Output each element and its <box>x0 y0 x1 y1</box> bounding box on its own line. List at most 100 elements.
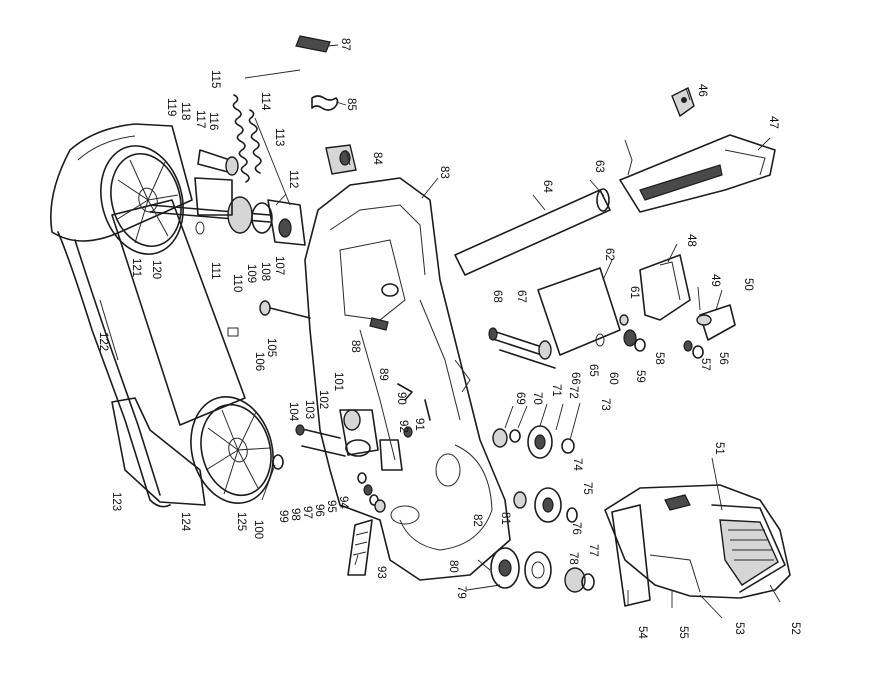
lever-50 <box>696 304 736 341</box>
label-115: 115 <box>209 70 221 88</box>
label-77: 77 <box>587 544 599 557</box>
label-60: 60 <box>607 372 619 385</box>
label-75: 75 <box>581 482 593 495</box>
label-59: 59 <box>634 370 646 383</box>
label-90: 90 <box>395 392 407 405</box>
label-46: 46 <box>696 84 708 97</box>
tension-spring <box>232 94 262 183</box>
label-51: 51 <box>713 442 725 455</box>
label-108: 108 <box>259 262 271 281</box>
label-119: 119 <box>165 98 177 116</box>
label-80: 80 <box>447 560 459 573</box>
label-56: 56 <box>717 352 729 365</box>
label-57: 57 <box>699 358 711 371</box>
guide-assembly <box>339 409 379 457</box>
label-100: 100 <box>252 520 264 539</box>
label-85: 85 <box>345 98 357 111</box>
lower-cover <box>111 397 206 506</box>
parts-89-92 <box>379 383 431 471</box>
gear-stack-lower <box>513 487 578 523</box>
label-74: 74 <box>571 458 583 471</box>
knob-46 <box>671 87 695 118</box>
vise-bracket <box>639 254 691 321</box>
label-76: 76 <box>570 522 582 535</box>
label-123: 123 <box>110 492 122 511</box>
label-95: 95 <box>325 500 337 513</box>
label-99: 99 <box>277 510 289 523</box>
label-71: 71 <box>550 384 562 397</box>
blade-guard-cover <box>50 123 193 242</box>
label-72: 72 <box>567 386 579 399</box>
label-81: 81 <box>499 512 511 525</box>
label-52: 52 <box>789 622 801 635</box>
knob-84 <box>325 144 357 175</box>
label-102: 102 <box>317 390 329 409</box>
label-114: 114 <box>259 92 271 111</box>
mount-plate <box>537 267 621 356</box>
label-64: 64 <box>541 180 553 193</box>
label-63: 63 <box>593 160 605 173</box>
label-48: 48 <box>685 234 697 247</box>
main-frame <box>304 177 511 581</box>
label-53: 53 <box>733 622 745 635</box>
upper-wheel <box>100 145 184 255</box>
label-117: 117 <box>194 110 206 128</box>
label-121: 121 <box>130 258 142 277</box>
lower-wheel <box>190 396 274 504</box>
handle-tube <box>454 188 611 276</box>
label-96: 96 <box>313 504 325 517</box>
label-58: 58 <box>653 352 665 365</box>
label-105: 105 <box>265 338 277 357</box>
label-70: 70 <box>531 392 543 405</box>
label-122: 122 <box>97 332 109 351</box>
gear-stack-upper <box>492 425 575 459</box>
label-109: 109 <box>245 264 257 283</box>
washers-94-99 <box>272 454 386 513</box>
motor <box>604 484 791 607</box>
label-68: 68 <box>491 290 503 303</box>
label-120: 120 <box>150 260 162 279</box>
stud-93 <box>347 519 373 576</box>
label-61: 61 <box>628 286 640 299</box>
label-93: 93 <box>375 566 387 579</box>
part-88 <box>369 317 389 331</box>
label-69: 69 <box>514 392 526 405</box>
label-113: 113 <box>273 128 285 146</box>
label-87: 87 <box>339 38 351 51</box>
bolt-105 <box>259 300 311 319</box>
spring-87 <box>295 35 331 53</box>
spring-85 <box>311 95 339 111</box>
label-55: 55 <box>677 626 689 639</box>
small-hardware <box>619 314 704 359</box>
bolts-103-104 <box>295 424 346 457</box>
label-67: 67 <box>515 290 527 303</box>
label-116: 116 <box>207 112 219 130</box>
label-49: 49 <box>709 274 721 287</box>
label-92: 92 <box>397 420 409 433</box>
label-50: 50 <box>742 278 754 291</box>
label-107: 107 <box>273 256 285 275</box>
label-66: 66 <box>569 372 581 385</box>
label-54: 54 <box>636 626 648 639</box>
label-84: 84 <box>371 152 383 165</box>
label-47: 47 <box>767 116 779 129</box>
leader-lines <box>244 44 781 619</box>
label-73: 73 <box>599 398 611 411</box>
label-98: 98 <box>289 508 301 521</box>
label-101: 101 <box>332 372 344 391</box>
label-89: 89 <box>377 368 389 381</box>
label-78: 78 <box>567 552 579 565</box>
handle-grip <box>619 134 776 213</box>
label-94: 94 <box>337 496 349 509</box>
label-111: 111 <box>209 262 221 279</box>
label-110: 110 <box>231 274 243 292</box>
label-83: 83 <box>438 166 450 179</box>
upper-shaft-assembly <box>149 177 306 246</box>
label-62: 62 <box>603 248 615 261</box>
gears-77-80 <box>490 547 595 593</box>
label-124: 124 <box>179 512 191 532</box>
label-118: 118 <box>179 102 191 120</box>
bolts-65-68 <box>488 327 556 369</box>
